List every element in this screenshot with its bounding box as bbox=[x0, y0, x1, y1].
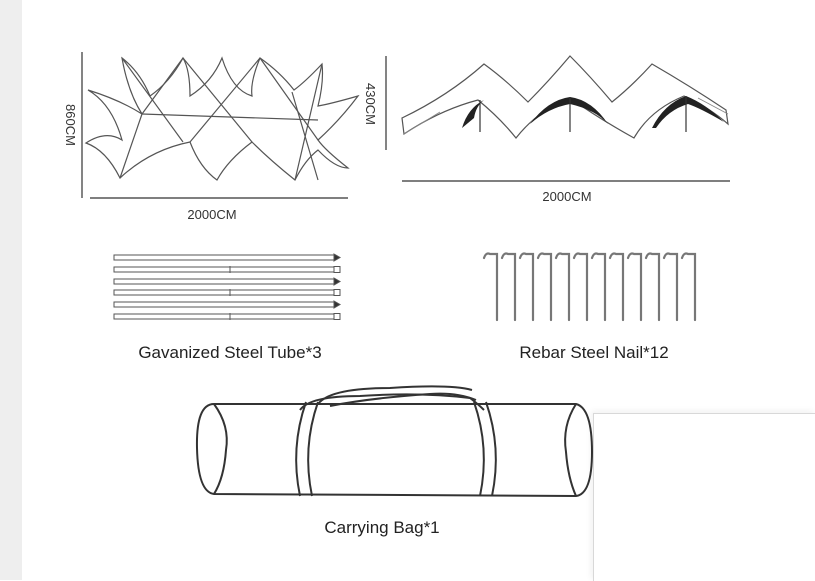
rebar-nails-illustration bbox=[482, 252, 697, 322]
steel-tube-caption: Gavanized Steel Tube*3 bbox=[138, 343, 321, 362]
carrying-bag-caption: Carrying Bag*1 bbox=[324, 518, 439, 537]
blank-overlay-panel bbox=[593, 413, 815, 581]
tent-side-view bbox=[401, 55, 729, 139]
top-view-width-label: 2000CM bbox=[187, 207, 236, 222]
steel-tubes-illustration bbox=[113, 253, 341, 320]
left-margin-strip bbox=[0, 0, 22, 580]
side-view-width-label: 2000CM bbox=[542, 189, 591, 204]
rebar-nail-caption: Rebar Steel Nail*12 bbox=[519, 343, 668, 362]
side-view-height-label: 430CM bbox=[363, 83, 378, 125]
tent-top-view bbox=[84, 56, 360, 181]
top-view-height-label: 860CM bbox=[63, 104, 78, 146]
carrying-bag-illustration bbox=[195, 385, 594, 498]
